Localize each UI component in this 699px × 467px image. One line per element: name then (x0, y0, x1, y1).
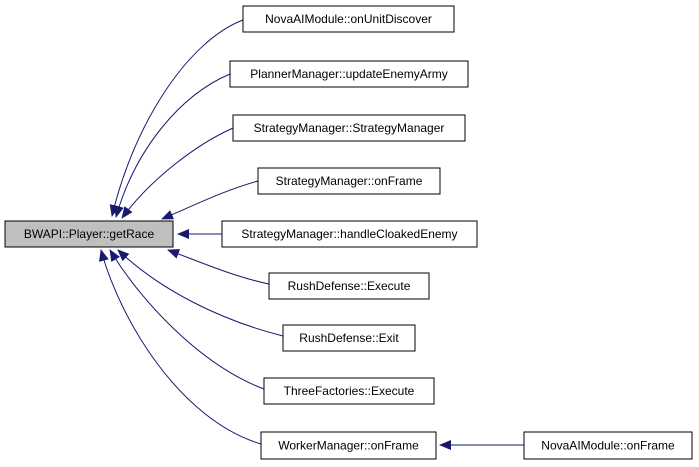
node-label: PlannerManager::updateEnemyArmy (250, 67, 447, 81)
node-box (242, 5, 455, 33)
node-plannermanager-updateenemyarmy[interactable]: PlannerManager::updateEnemyArmy (229, 60, 469, 88)
node-box (229, 60, 469, 88)
node-label: ThreeFactories::Execute (284, 384, 415, 398)
node-threefactories-execute[interactable]: ThreeFactories::Execute (263, 377, 435, 405)
node-box (221, 220, 478, 248)
node-label: BWAPI::Player::getRace (24, 227, 155, 241)
node-label: RushDefense::Exit (299, 331, 399, 345)
node-box (257, 167, 441, 195)
node-label: RushDefense::Execute (288, 279, 411, 293)
edge-n9-to-getrace (99, 249, 262, 445)
edge-n7-to-getrace (117, 249, 284, 337)
node-label: StrategyManager::StrategyManager (254, 121, 445, 135)
node-novaaimodule-onunitdiscover[interactable]: NovaAIModule::onUnitDiscover (242, 5, 455, 33)
edge-n8-to-getrace (109, 249, 265, 390)
node-bwapi-player-getrace[interactable]: BWAPI::Player::getRace (4, 220, 174, 248)
node-rushdefense-execute[interactable]: RushDefense::Execute (268, 272, 430, 300)
edge-n2-to-getrace (114, 73, 231, 218)
node-box (523, 431, 693, 460)
node-box (260, 431, 437, 460)
edge-n1-to-getrace (109, 19, 244, 217)
node-box (268, 272, 430, 300)
node-box (4, 220, 174, 248)
edge-n6-to-getrace (167, 249, 270, 285)
node-box (232, 114, 466, 142)
node-label: WorkerManager::onFrame (278, 439, 419, 453)
node-label: NovaAIModule::onFrame (541, 439, 675, 453)
edges-layer (99, 19, 524, 450)
node-box (282, 324, 416, 352)
node-box (263, 377, 435, 405)
node-novaaimodule-onframe[interactable]: NovaAIModule::onFrame (523, 431, 693, 460)
node-rushdefense-exit[interactable]: RushDefense::Exit (282, 324, 416, 352)
node-strategymanager-strategymanager[interactable]: StrategyManager::StrategyManager (232, 114, 466, 142)
edge-n4-to-getrace (161, 180, 259, 220)
node-label: NovaAIModule::onUnitDiscover (265, 12, 432, 26)
node-label: StrategyManager::onFrame (276, 174, 423, 188)
edge-n3-to-getrace (121, 127, 234, 219)
nodes-layer: BWAPI::Player::getRace NovaAIModule::onUn… (4, 5, 693, 460)
node-workermanager-onframe[interactable]: WorkerManager::onFrame (260, 431, 437, 460)
node-label: StrategyManager::handleCloakedEnemy (241, 227, 457, 241)
node-strategymanager-onframe[interactable]: StrategyManager::onFrame (257, 167, 441, 195)
node-strategymanager-handlecloakedenemy[interactable]: StrategyManager::handleCloakedEnemy (221, 220, 478, 248)
